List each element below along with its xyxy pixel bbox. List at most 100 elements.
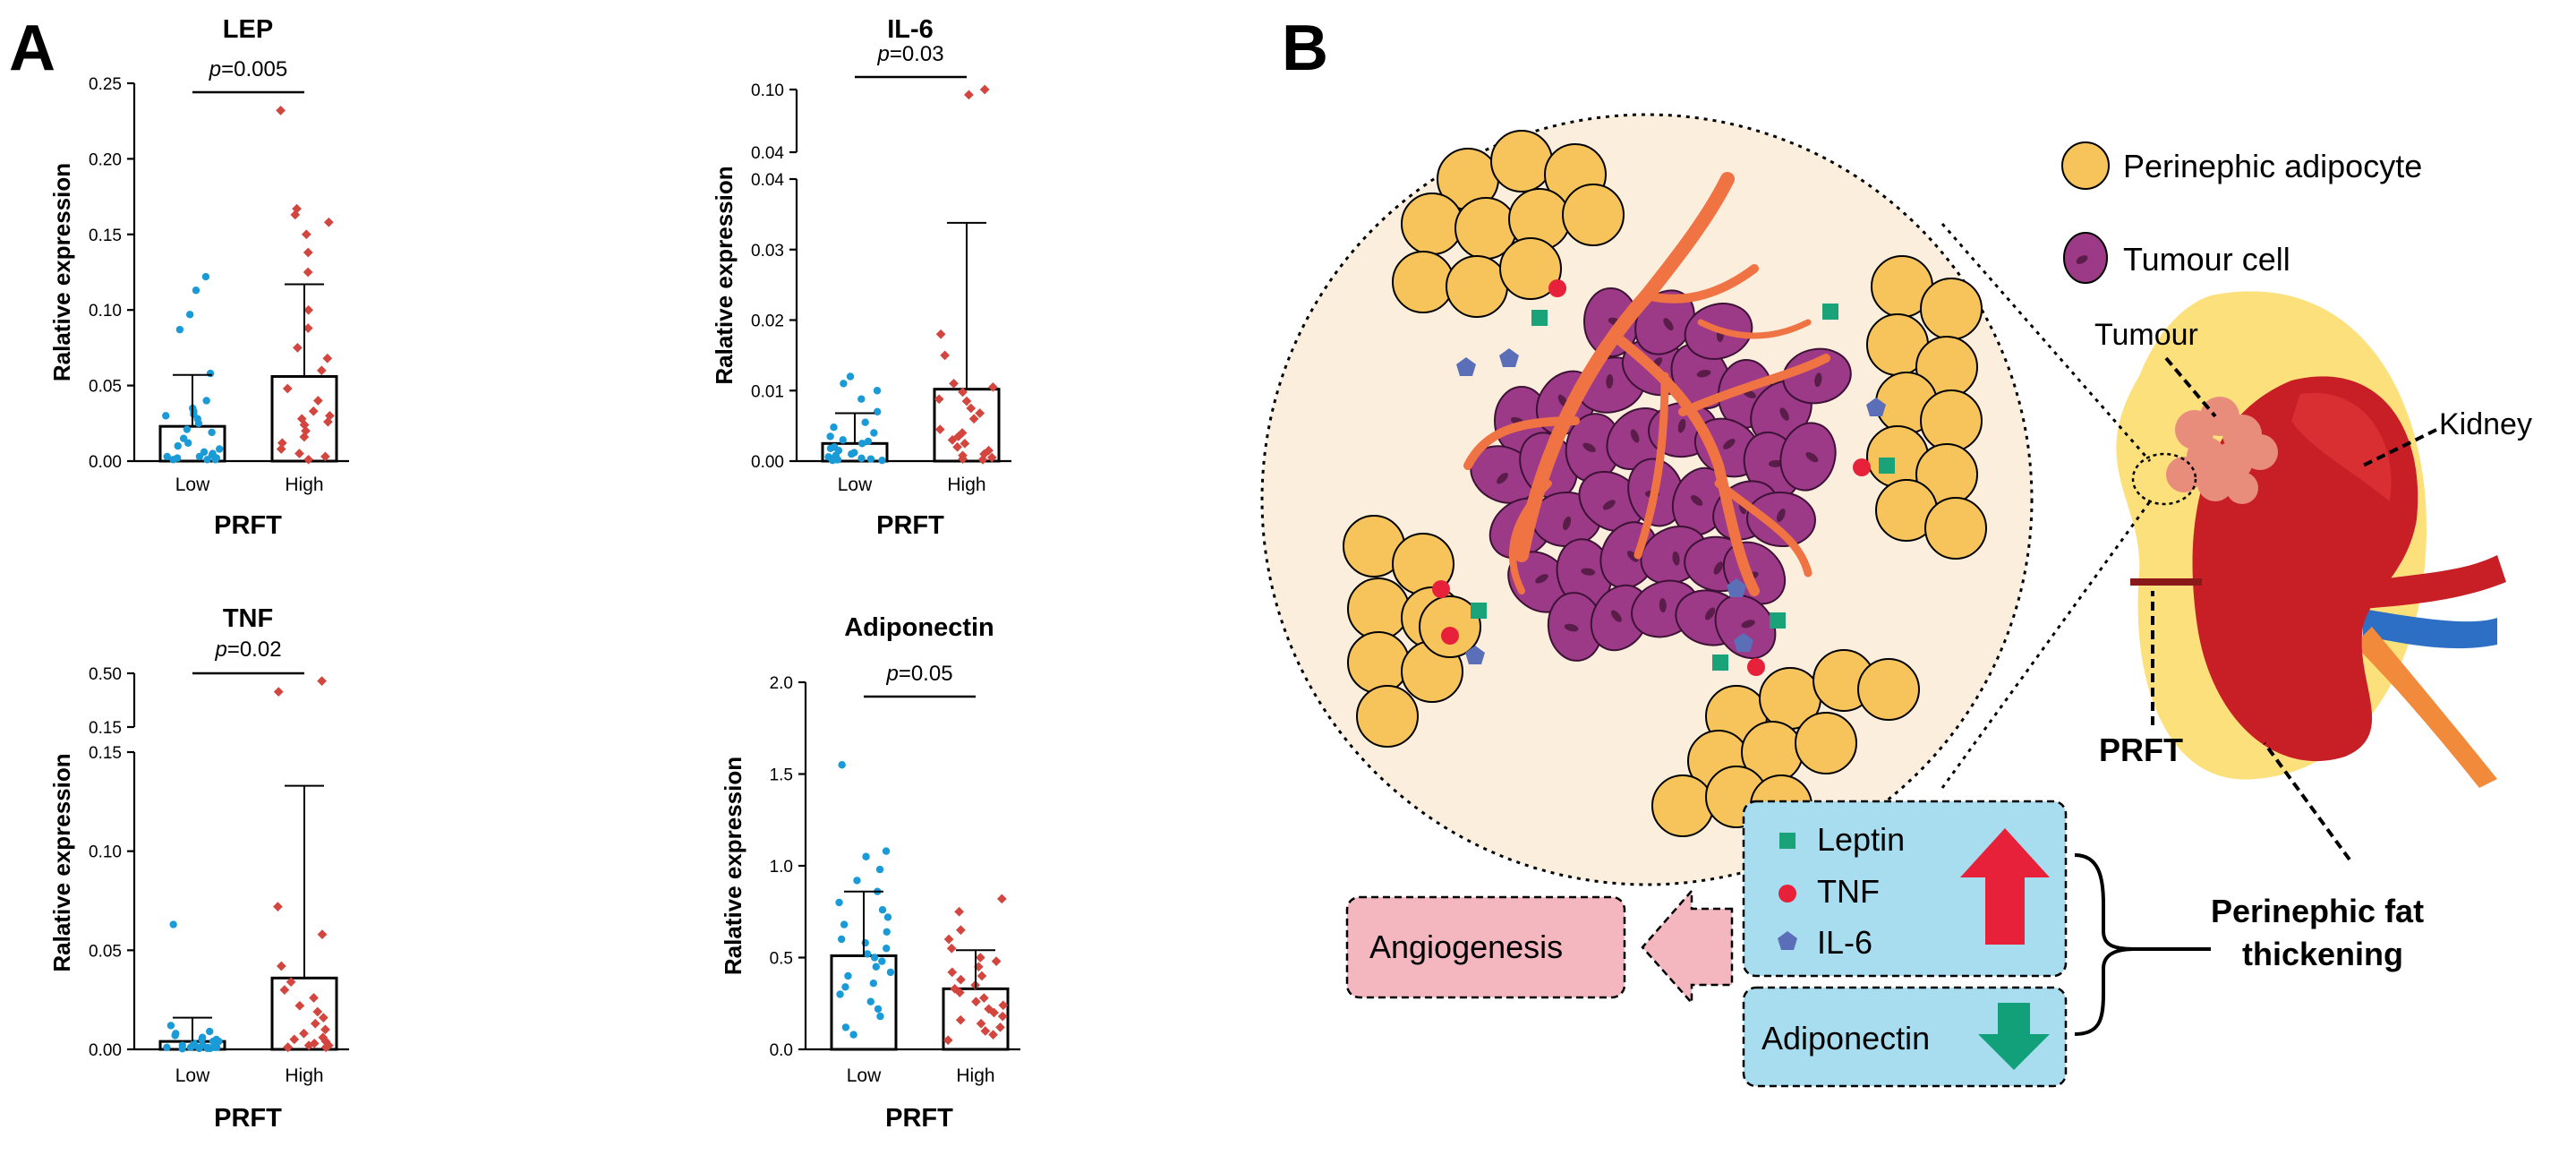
data-point xyxy=(870,954,879,962)
data-point xyxy=(947,967,958,978)
data-point xyxy=(826,432,834,441)
y-tick-label: 0.10 xyxy=(751,81,784,100)
renal-vessel-blue xyxy=(2363,609,2497,649)
data-point xyxy=(878,957,886,965)
data-point xyxy=(294,449,304,458)
tumour-cell-nucleus xyxy=(1497,472,1508,484)
x-tick-label: Low xyxy=(838,475,873,495)
data-point xyxy=(276,106,286,116)
data-point xyxy=(988,1030,998,1040)
data-point xyxy=(958,454,968,465)
data-point xyxy=(309,993,319,1003)
data-point xyxy=(276,444,286,454)
x-tick-label: Low xyxy=(847,1065,882,1086)
tumour-cell-nucleus xyxy=(1535,574,1548,584)
data-point xyxy=(955,1014,966,1025)
leptin-marker xyxy=(1531,310,1548,326)
data-point xyxy=(162,412,170,420)
mechanism-diagram: Perinephic adipocyte Tumour cell Tumour … xyxy=(1260,113,2532,1088)
data-point xyxy=(169,920,177,928)
y-tick-label: 0.0 xyxy=(770,1041,793,1060)
il6-marker xyxy=(1866,398,1886,416)
data-point xyxy=(872,962,880,971)
adipocyte xyxy=(1446,255,1508,318)
angiogenesis-label: Angiogenesis xyxy=(1369,928,1563,965)
data-point xyxy=(216,445,224,453)
y-tick-label: 0.10 xyxy=(89,843,122,862)
data-point xyxy=(277,438,287,449)
data-point xyxy=(995,1022,1005,1032)
legend-tumour-cell-label: Tumour cell xyxy=(2123,241,2290,278)
data-point xyxy=(273,902,283,912)
data-point xyxy=(956,974,966,985)
data-point xyxy=(975,408,985,418)
data-point xyxy=(273,687,284,697)
fat-thickening-label-1: Perinephic fat xyxy=(2211,893,2424,929)
down-arrow-icon xyxy=(1978,1003,2050,1070)
data-point xyxy=(841,1023,850,1031)
il6-marker xyxy=(1727,578,1746,597)
chart-title: Adiponectin xyxy=(844,613,994,642)
data-point xyxy=(943,934,954,945)
leptin-icon xyxy=(1779,833,1796,849)
data-point xyxy=(171,1031,179,1040)
adipocyte xyxy=(1392,251,1454,313)
adipocyte xyxy=(1562,184,1625,246)
y-tick-label: 0.05 xyxy=(89,942,122,961)
chart-title: TNF xyxy=(223,604,273,633)
data-point xyxy=(848,449,856,458)
data-point xyxy=(283,1042,293,1053)
data-point xyxy=(866,997,874,1005)
data-point xyxy=(299,1028,309,1039)
data-point xyxy=(836,990,844,998)
data-point xyxy=(997,1011,1008,1022)
leptin-marker xyxy=(1712,654,1728,671)
data-point xyxy=(211,456,219,464)
cytokine-markers xyxy=(1432,279,1895,676)
data-point xyxy=(882,847,891,855)
x-axis-label: PRFT xyxy=(214,511,282,540)
tumour-cell-nucleus xyxy=(1768,459,1783,467)
blood-vessels xyxy=(1463,172,1830,596)
tnf-marker xyxy=(1853,458,1871,476)
data-point xyxy=(878,906,887,914)
data-point xyxy=(174,441,182,450)
il6-icon xyxy=(1778,931,1797,950)
data-point xyxy=(976,1018,986,1029)
data-point xyxy=(186,1043,195,1051)
data-point xyxy=(282,383,293,394)
data-point xyxy=(317,929,328,940)
y-tick-label: 2.0 xyxy=(770,674,793,693)
data-point xyxy=(874,1005,883,1014)
data-point xyxy=(308,406,319,416)
y-tick-label: 0.00 xyxy=(89,1041,122,1060)
y-tick-label: 0.5 xyxy=(770,950,793,969)
data-point xyxy=(303,304,314,315)
panel-b-label: B xyxy=(1282,13,1328,84)
y-tick-label: 0.04 xyxy=(751,171,784,190)
data-point xyxy=(826,444,835,453)
bracket xyxy=(2074,853,2136,1036)
tumour-cell-nucleus xyxy=(1626,551,1639,562)
panel-a-label: A xyxy=(9,13,55,84)
data-point xyxy=(828,457,837,465)
bar-low xyxy=(830,954,898,1051)
tumour-cell-nucleus xyxy=(1713,561,1724,575)
data-point xyxy=(208,428,216,437)
leptin-marker xyxy=(1822,304,1838,320)
tumour-cell-nucleus xyxy=(1663,318,1674,331)
y-axis-label: Ralative expression xyxy=(711,166,738,384)
tnf-label: TNF xyxy=(1817,873,1880,910)
data-point xyxy=(312,1006,323,1017)
data-point xyxy=(303,247,313,258)
data-point xyxy=(839,436,847,444)
data-point xyxy=(301,229,311,240)
y-axis-label: Ralative expression xyxy=(48,753,75,971)
data-point xyxy=(195,1044,203,1053)
tnf-icon xyxy=(1778,885,1796,903)
tumour-cell-nucleus xyxy=(1564,623,1579,632)
data-point xyxy=(862,852,870,860)
y-tick-label: 0.00 xyxy=(89,453,122,472)
data-point xyxy=(322,353,333,364)
